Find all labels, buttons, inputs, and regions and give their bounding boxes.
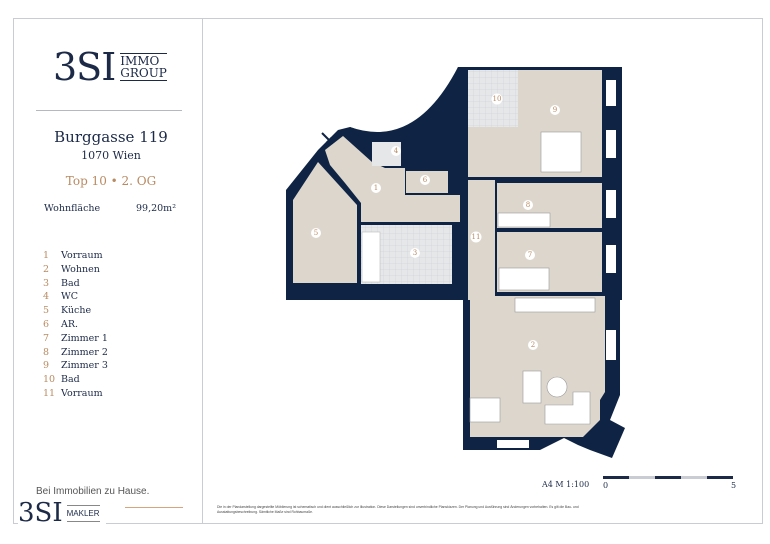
legend-item: 6 AR. xyxy=(43,319,108,333)
legend-name: AR. xyxy=(61,318,79,330)
legend-num: 7 xyxy=(43,332,50,344)
room-badge xyxy=(420,175,430,185)
legend-num: 3 xyxy=(43,277,50,289)
room-badge xyxy=(491,93,503,105)
legend-num: 2 xyxy=(43,263,50,275)
bed-double xyxy=(540,131,582,173)
legend-name: Bad xyxy=(61,277,80,289)
legend-item: 10 Bad xyxy=(43,374,108,388)
area-value: 99,20m² xyxy=(135,203,176,214)
bed-single xyxy=(498,267,550,291)
makler-logo-main: 3SI xyxy=(18,498,63,528)
scale-label: A4 M 1:100 xyxy=(542,480,590,489)
city: 1070 Wien xyxy=(81,149,141,162)
room-number: 11 xyxy=(472,233,481,241)
logo-main: 3SI xyxy=(53,45,116,89)
legend-name: Vorraum xyxy=(61,250,103,261)
room-badge xyxy=(528,340,538,350)
logo-sub-2: GROUP xyxy=(120,66,167,80)
legend-num: 11 xyxy=(43,387,56,399)
room-number: 7 xyxy=(528,251,532,259)
accent-line xyxy=(125,507,183,508)
scale-bar xyxy=(603,476,733,479)
legend-num: 8 xyxy=(43,346,50,358)
legend-item: 4 WC xyxy=(43,291,108,305)
room-number: 9 xyxy=(553,106,557,114)
room-number: 6 xyxy=(423,176,428,184)
scale-max: 5 xyxy=(731,481,737,490)
legend-name: Bad xyxy=(61,374,80,386)
room-numbers: 1 2 3 4 5 6 7 8 9 10 11 xyxy=(311,93,560,350)
sofa xyxy=(544,391,591,425)
legend-item: 7 Zimmer 1 xyxy=(43,333,108,347)
bathtub xyxy=(361,231,381,283)
legend-item: 5 Küche xyxy=(43,305,108,319)
makler-logo-sub: MAKLER xyxy=(66,504,100,522)
scale-min: 0 xyxy=(603,481,609,490)
legend-num: 4 xyxy=(43,291,50,303)
legend-num: 10 xyxy=(43,374,56,386)
room-badge xyxy=(410,248,420,258)
dining-table xyxy=(469,397,501,423)
makler-logo: 3SI MAKLER xyxy=(18,500,106,526)
room-5-kitchen xyxy=(293,162,357,283)
living-area: Wohnfläche 99,20m² xyxy=(44,203,176,214)
coffee-table xyxy=(546,376,568,398)
legend-num: 5 xyxy=(43,305,50,317)
wardrobe-8 xyxy=(497,212,551,228)
room-number: 1 xyxy=(374,184,378,192)
sideboard xyxy=(514,297,596,313)
room-badge xyxy=(311,228,321,238)
separator xyxy=(36,110,182,111)
legend-name: WC xyxy=(61,291,79,303)
room-number: 5 xyxy=(314,229,318,237)
legend-num: 9 xyxy=(43,360,50,372)
room-number: 10 xyxy=(493,95,502,103)
curved-wall xyxy=(350,67,460,156)
legend-item: 1 Vorraum xyxy=(43,250,108,264)
legend-item: 9 Zimmer 3 xyxy=(43,360,108,374)
room-2-living xyxy=(470,296,605,437)
windows xyxy=(497,80,616,448)
legend-item: 2 Wohnen xyxy=(43,264,108,278)
room-number: 3 xyxy=(413,249,417,257)
legend-num: 1 xyxy=(43,250,50,261)
room-number: 4 xyxy=(394,147,399,155)
panel-divider xyxy=(202,18,203,524)
room-badge xyxy=(523,200,533,210)
logo-sub-1: IMMO xyxy=(120,54,160,68)
legend-name: Vorraum xyxy=(61,387,103,399)
unit-label: Top 10 • 2. OG xyxy=(65,174,157,188)
room-badge xyxy=(525,250,535,260)
room-badge xyxy=(470,231,482,243)
room-badge xyxy=(371,183,381,193)
room-number: 2 xyxy=(531,341,535,349)
legend-item: 3 Bad xyxy=(43,278,108,292)
legend-item: 11 Vorraum xyxy=(43,388,108,402)
entrance-arrow-head xyxy=(326,137,333,144)
armchair xyxy=(522,370,542,404)
slogan: Bei Immobilien zu Hause. xyxy=(36,486,150,497)
legend-name: Zimmer 3 xyxy=(61,360,108,372)
disclaimer: Die in der Plandarstellung dargestellte … xyxy=(217,505,579,514)
room-badge xyxy=(550,105,560,115)
legend-name: Wohnen xyxy=(61,263,100,275)
legend-name: Zimmer 1 xyxy=(61,332,108,344)
legend-name: Küche xyxy=(61,305,92,317)
legend-num: 6 xyxy=(43,318,50,330)
legend-item: 8 Zimmer 2 xyxy=(43,347,108,361)
room-number: 8 xyxy=(526,201,530,209)
page-frame xyxy=(13,18,763,524)
area-label: Wohnfläche xyxy=(44,203,101,214)
room-badge xyxy=(391,146,401,156)
room-1-hall xyxy=(325,136,460,222)
street: Burggasse 119 xyxy=(54,128,168,146)
legend-name: Zimmer 2 xyxy=(61,346,108,358)
